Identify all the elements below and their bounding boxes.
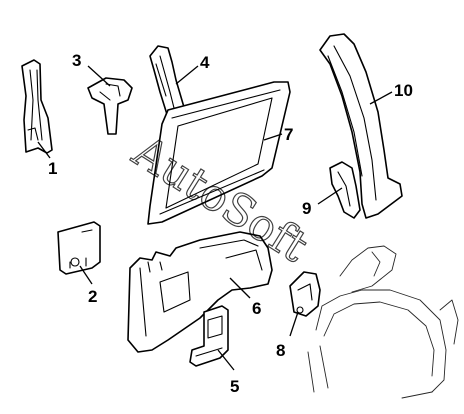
- part-10-pillar-trim: [319, 33, 403, 219]
- callout-5: 5: [230, 377, 239, 396]
- callout-4: 4: [200, 53, 210, 72]
- callout-6: 6: [252, 299, 261, 318]
- part-8-clip: [289, 271, 321, 317]
- callout-2: 2: [88, 287, 97, 306]
- part-9-bracket: [329, 161, 361, 219]
- callout-1: 1: [48, 159, 57, 178]
- callout-8: 8: [276, 341, 285, 360]
- callout-3: 3: [72, 51, 81, 70]
- callout-7: 7: [284, 125, 293, 144]
- callout-labels: 1 2 3 4 5 6 7 8 9 10: [48, 51, 413, 396]
- part-6-quarter-trim-panel: [127, 231, 273, 353]
- leader-lines: [37, 65, 393, 371]
- callout-10: 10: [394, 81, 413, 100]
- wheel-arch-context: [307, 245, 459, 399]
- part-1-pillar-trim: [21, 59, 53, 154]
- callout-9: 9: [302, 199, 311, 218]
- part-2-panel-cover: [57, 221, 101, 275]
- part-7-window-frame: [147, 81, 291, 225]
- part-3-bracket: [87, 77, 133, 135]
